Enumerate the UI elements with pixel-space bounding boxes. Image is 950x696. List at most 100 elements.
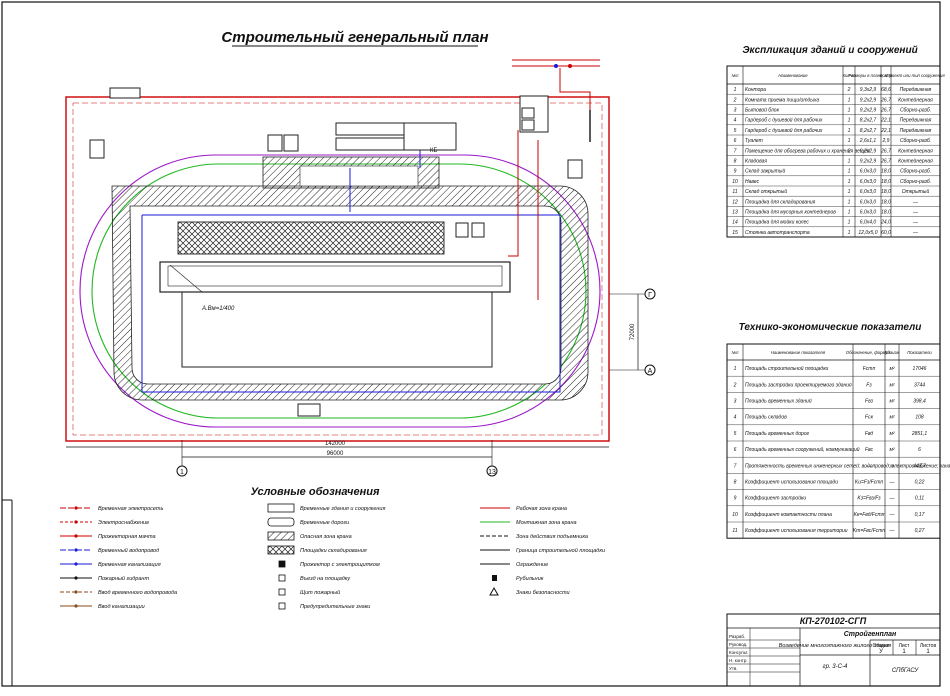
tep-cell: м²	[889, 366, 894, 372]
legend-item: Электроснабжение	[98, 520, 149, 526]
legend-symbol	[278, 602, 286, 610]
axis-marker-left	[176, 465, 188, 477]
tep-cell: 17046	[913, 366, 927, 372]
explication-cell: 1	[848, 159, 851, 165]
svg-text:Руковод.: Руковод.	[729, 642, 747, 647]
explication-cell: 6,0х3,0	[860, 199, 877, 205]
explication-cell: —	[912, 210, 919, 216]
legend-item: Площадки складирования	[300, 548, 367, 554]
svg-text:Стадия: Стадия	[872, 643, 889, 649]
explication-cell: 24,0	[880, 220, 891, 226]
storage-platform	[177, 221, 445, 255]
tep-cell: Fск	[865, 415, 874, 421]
explication-cell: 1	[848, 230, 851, 236]
tep-cell: 6	[918, 447, 921, 453]
explication-cell: 12,0х5,0	[858, 230, 877, 236]
water-supply-line	[141, 214, 561, 393]
svg-text:13: 13	[488, 469, 496, 476]
explication-cell: Площадка для мойки колес	[745, 219, 809, 226]
tep-cell: 8	[734, 480, 737, 486]
explication-cell: 13	[732, 210, 738, 216]
crane-label: КБ	[430, 148, 437, 154]
stamp-group: гр. 3-С-4	[823, 664, 848, 670]
explication-cell: Склад закрытый	[745, 168, 785, 175]
tep-cell: м²	[889, 415, 894, 421]
tep-cell: 0,22	[915, 480, 925, 486]
tep-cell: Площадь временных сооружений, коммуникац…	[745, 446, 860, 453]
explication-cell: 68,6	[881, 87, 891, 93]
stamp-code: КП-270102-СГП	[800, 616, 867, 626]
explication-cell: 22,1	[880, 128, 891, 134]
axis-marker-right	[486, 465, 498, 477]
explication-cell: 5	[734, 128, 737, 134]
stamp-sheet: 1	[902, 649, 906, 655]
stamp-stage: У	[879, 649, 883, 655]
legend-item: Прожекторная мачта	[98, 534, 156, 540]
svg-text:Н. контр.: Н. контр.	[729, 658, 748, 663]
tep-cell: 2851,1	[911, 431, 928, 437]
legend-item: Ввод канализации	[98, 604, 145, 610]
tep-cell: 3	[734, 399, 737, 405]
explication-cell: 15	[732, 230, 738, 236]
tep-cell: —	[889, 480, 896, 486]
legend-item: Временная канализация	[98, 562, 161, 568]
svg-text:Консульт.: Консульт.	[729, 650, 748, 655]
explication-cell: —	[912, 230, 919, 236]
legend-item: Ввод временного водопровода	[98, 590, 177, 596]
explication-cell: 4	[734, 118, 737, 124]
explication-cell: 22,1	[880, 118, 891, 124]
explication-cell: 1	[848, 118, 851, 124]
explication-cell: 9,3х2,9	[860, 87, 877, 93]
legend-item: Рабочая зона крана	[516, 506, 567, 512]
legend-item: Временные здания и сооружения	[300, 506, 385, 512]
tep-cell: 398,4	[913, 399, 926, 405]
legend-symbol	[267, 531, 295, 541]
explication-cell: Склад открытый	[745, 188, 787, 195]
tep-cell: —	[889, 496, 896, 502]
legend-item: Предупредительные знаки	[300, 604, 370, 610]
explication-cell: 2	[847, 148, 851, 154]
legend-symbol	[278, 574, 286, 582]
explication-cell: 12	[732, 199, 738, 205]
stamp-org: СПбГАСУ	[892, 668, 920, 674]
explication-cell: Кладовая	[745, 159, 767, 165]
explication-cell: 6,0х4,0	[860, 220, 877, 226]
explication-cell: 6	[734, 138, 737, 144]
legend-item: Ограждение	[516, 562, 548, 568]
tep-cell: Площадь складов	[745, 415, 787, 421]
tep-cell: м²	[889, 382, 894, 388]
tep-cell: Площадь строительной площадки	[745, 365, 829, 372]
explication-cell: 18,0	[881, 189, 891, 195]
legend-title: Условные обозначения	[251, 486, 380, 498]
explication-cell: 1	[848, 179, 851, 185]
legend-item: Опасная зона крана	[300, 534, 352, 540]
explication-cell: 8	[734, 159, 737, 165]
tep-cell: —	[889, 512, 896, 518]
tep-header: Наименование показателя	[771, 350, 826, 355]
site-boundary	[65, 96, 610, 442]
legend-item: Временные дороги	[300, 520, 349, 526]
explication-cell: 8,2х2,7	[860, 128, 877, 134]
explication-cell: Передвижная	[900, 118, 932, 124]
explication-cell: 2,9	[882, 138, 890, 144]
tep-cell: 2	[733, 382, 737, 388]
tep-cell: Kк=Fвд/Fстп	[854, 512, 885, 518]
tep-cell: 9	[734, 496, 737, 502]
dim-horizontal-inner: 96000	[327, 451, 344, 457]
tep-cell: 4	[734, 415, 737, 421]
explication-cell: 6,0х3,0	[860, 210, 877, 216]
svg-text:1: 1	[180, 469, 184, 476]
explication-cell: 3	[734, 108, 737, 114]
tep-cell: 5	[734, 431, 737, 437]
tep-cell: Fстп	[863, 366, 876, 372]
explication-cell: Стоянка автотранспорта	[745, 230, 810, 236]
explication-cell: 1	[734, 87, 737, 93]
explication-cell: Контора	[745, 87, 766, 93]
legend-item: Временная электросеть	[98, 506, 164, 512]
explication-cell: 26,7	[880, 108, 891, 114]
tep-cell: Коэффициент компактности плана	[745, 512, 832, 518]
tep-cell: 7	[734, 463, 737, 469]
toilet	[297, 403, 321, 417]
